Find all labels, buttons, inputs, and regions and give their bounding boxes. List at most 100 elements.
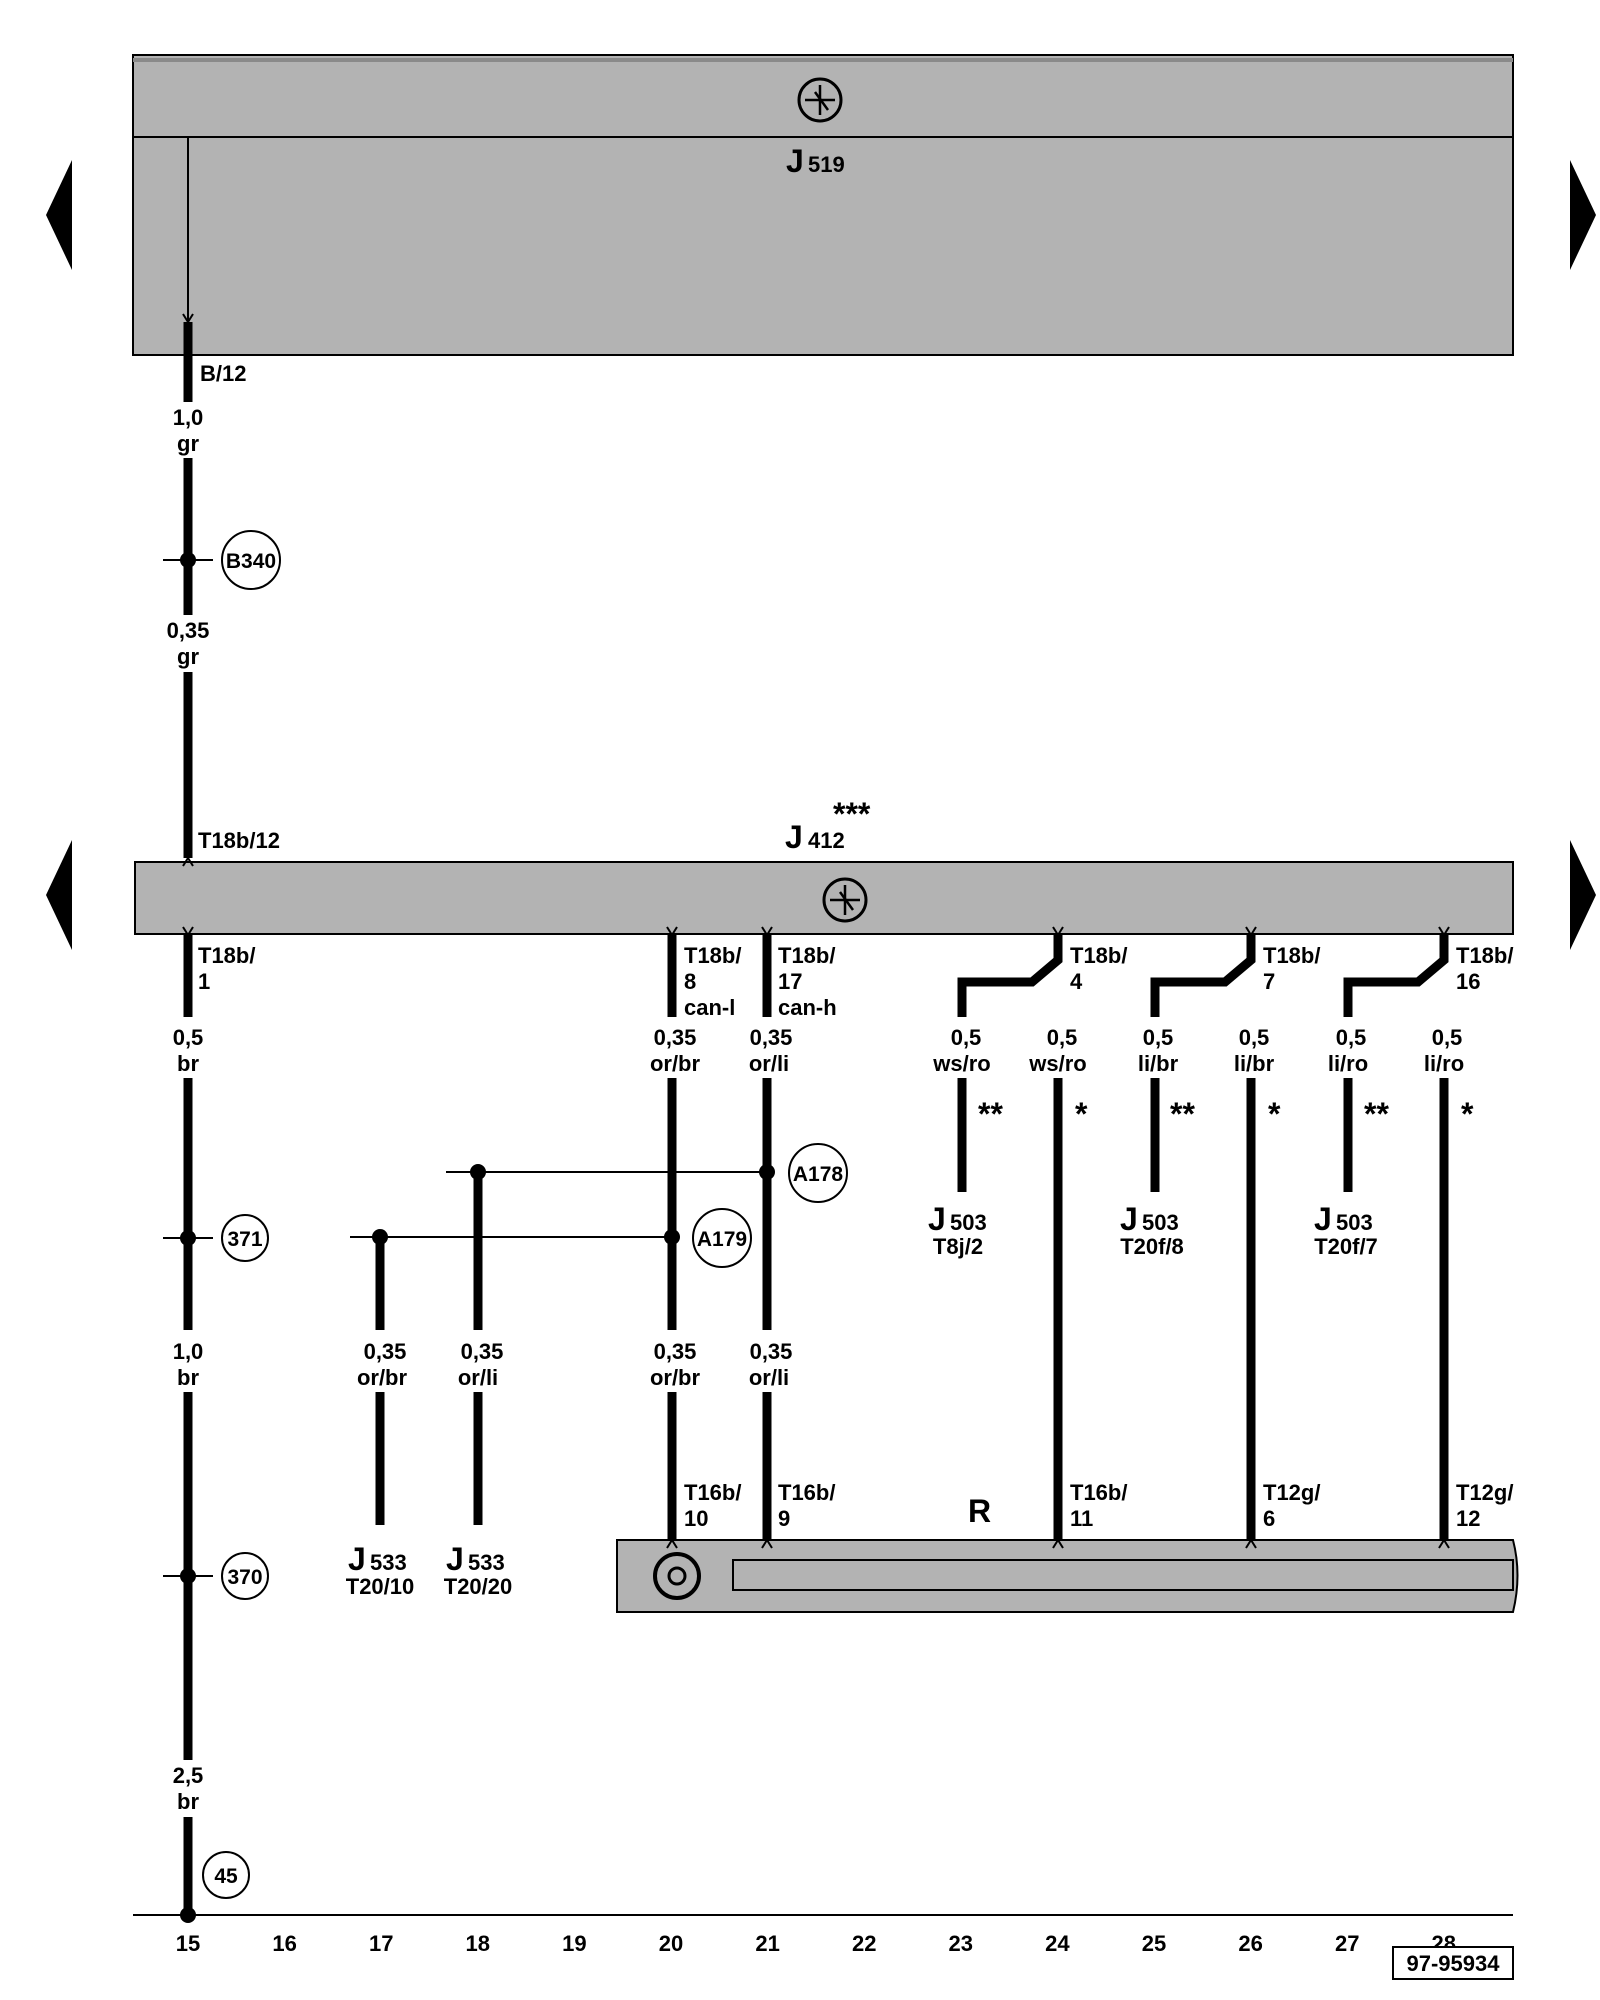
wire-size: 0,35 bbox=[750, 1339, 793, 1364]
page-right-arrow-top[interactable] bbox=[1570, 160, 1596, 270]
column-number: 17 bbox=[369, 1931, 393, 1956]
wire-color: or/li bbox=[749, 1365, 789, 1390]
pin-label: 6 bbox=[1263, 1506, 1275, 1531]
connector-letter: J bbox=[928, 1201, 946, 1237]
column-number: 16 bbox=[272, 1931, 296, 1956]
wire-size: 0,5 bbox=[1239, 1025, 1270, 1050]
wire-pair-23-24 bbox=[957, 935, 1063, 1540]
svg-text:45: 45 bbox=[214, 1865, 238, 1888]
pin-arrow-icon bbox=[761, 926, 773, 937]
column-number: 23 bbox=[949, 1931, 973, 1956]
column-number: 22 bbox=[852, 1931, 876, 1956]
connector-pin: T20f/7 bbox=[1314, 1234, 1378, 1259]
pin-arrow-icon bbox=[182, 926, 194, 937]
wire-color: br bbox=[177, 1789, 199, 1814]
ref-a178[interactable]: A178 bbox=[788, 1143, 848, 1203]
diagram-id: 97-95934 bbox=[1392, 1946, 1514, 1980]
wire-color: li/br bbox=[1234, 1051, 1275, 1076]
connector-letter: J bbox=[446, 1541, 464, 1577]
pin-label: T18b/ bbox=[684, 943, 741, 968]
radio-speaker-icon bbox=[653, 1552, 701, 1600]
column-number: 21 bbox=[755, 1931, 779, 1956]
wire-size: 0,5 bbox=[951, 1025, 982, 1050]
pin-arrow-icon bbox=[1438, 1538, 1450, 1549]
wire-size: 2,5 bbox=[173, 1763, 204, 1788]
pin-arrow-icon bbox=[182, 313, 194, 324]
pin-label: B/12 bbox=[200, 361, 246, 386]
connector-letter: J bbox=[1314, 1201, 1332, 1237]
wire-color: li/br bbox=[1138, 1051, 1179, 1076]
connector-letter: J bbox=[348, 1541, 366, 1577]
wire-color: gr bbox=[177, 431, 199, 456]
pin-arrow-icon bbox=[1245, 926, 1257, 937]
svg-text:370: 370 bbox=[227, 1566, 262, 1589]
wire-color: or/br bbox=[357, 1365, 408, 1390]
pin-label: T12g/ bbox=[1263, 1480, 1320, 1505]
column-number: 18 bbox=[466, 1931, 490, 1956]
pin-label: 4 bbox=[1070, 969, 1083, 994]
unit-label-sub: 519 bbox=[808, 152, 845, 177]
connector-pin: T8j/2 bbox=[933, 1234, 983, 1259]
pin-arrow-icon bbox=[666, 926, 678, 937]
ref-a179[interactable]: A179 bbox=[692, 1208, 752, 1268]
wire-size: 1,0 bbox=[173, 1339, 204, 1364]
pin-arrow-icon bbox=[1052, 1538, 1064, 1549]
pin-label: T18b/ bbox=[198, 943, 255, 968]
wire-color: or/li bbox=[749, 1051, 789, 1076]
wire-size: 0,5 bbox=[1047, 1025, 1078, 1050]
svg-text:371: 371 bbox=[227, 1228, 262, 1251]
page-right-arrow-mid[interactable] bbox=[1570, 840, 1596, 950]
wire-column-15 bbox=[163, 322, 213, 1923]
footnote-mark: * bbox=[1461, 1096, 1474, 1132]
ref-45[interactable]: 45 bbox=[202, 1851, 250, 1899]
connector-sub: 533 bbox=[370, 1550, 407, 1575]
page-left-arrow-top[interactable] bbox=[46, 160, 72, 270]
wire-size: 0,35 bbox=[654, 1025, 697, 1050]
ref-370[interactable]: 370 bbox=[221, 1552, 269, 1600]
pin-label: T18b/12 bbox=[198, 828, 280, 853]
footnote-mark: ** bbox=[1364, 1096, 1389, 1132]
ground-symbol-icon bbox=[797, 77, 843, 123]
wire-color: gr bbox=[177, 644, 199, 669]
wire-color: li/ro bbox=[1328, 1051, 1368, 1076]
pin-label: 1 bbox=[198, 969, 210, 994]
component-label: R bbox=[968, 1493, 991, 1529]
footnote-mark: * bbox=[1075, 1096, 1088, 1132]
column-number: 27 bbox=[1335, 1931, 1359, 1956]
wire-color: or/br bbox=[650, 1051, 701, 1076]
wire-size: 0,5 bbox=[173, 1025, 204, 1050]
svg-text:B340: B340 bbox=[226, 550, 276, 573]
connector-sub: 503 bbox=[950, 1210, 987, 1235]
pin-label: T16b/ bbox=[684, 1480, 741, 1505]
ground-symbol-icon bbox=[822, 877, 868, 923]
pin-label: 9 bbox=[778, 1506, 790, 1531]
pin-label: T18b/ bbox=[1070, 943, 1127, 968]
wire-color: ws/ro bbox=[1028, 1051, 1086, 1076]
pin-label: 7 bbox=[1263, 969, 1275, 994]
page-left-arrow-mid[interactable] bbox=[46, 840, 72, 950]
wire-color: br bbox=[177, 1365, 199, 1390]
pin-arrow-icon bbox=[666, 1538, 678, 1549]
connector-pin: T20/20 bbox=[444, 1574, 513, 1599]
unit-label-sub: 412 bbox=[808, 828, 845, 853]
ref-b340[interactable]: B340 bbox=[221, 530, 281, 590]
pin-label: 12 bbox=[1456, 1506, 1480, 1531]
wire-size: 0,35 bbox=[654, 1339, 697, 1364]
column-number: 20 bbox=[659, 1931, 683, 1956]
ref-371[interactable]: 371 bbox=[221, 1214, 269, 1262]
connector-pin: T20/10 bbox=[346, 1574, 415, 1599]
pin-arrow-icon bbox=[1438, 926, 1450, 937]
wire-color: or/br bbox=[650, 1365, 701, 1390]
unit-label-letter: J bbox=[786, 143, 804, 179]
wire-size: 0,35 bbox=[750, 1025, 793, 1050]
pin-arrow-icon bbox=[1245, 1538, 1257, 1549]
pin-label: 16 bbox=[1456, 969, 1480, 994]
wire-column-18 bbox=[470, 1164, 486, 1525]
pin-arrow-icon bbox=[1052, 926, 1064, 937]
pin-label: 17 bbox=[778, 969, 802, 994]
wire-color: ws/ro bbox=[932, 1051, 990, 1076]
wire-size: 0,35 bbox=[364, 1339, 407, 1364]
wire-size: 0,5 bbox=[1432, 1025, 1463, 1050]
